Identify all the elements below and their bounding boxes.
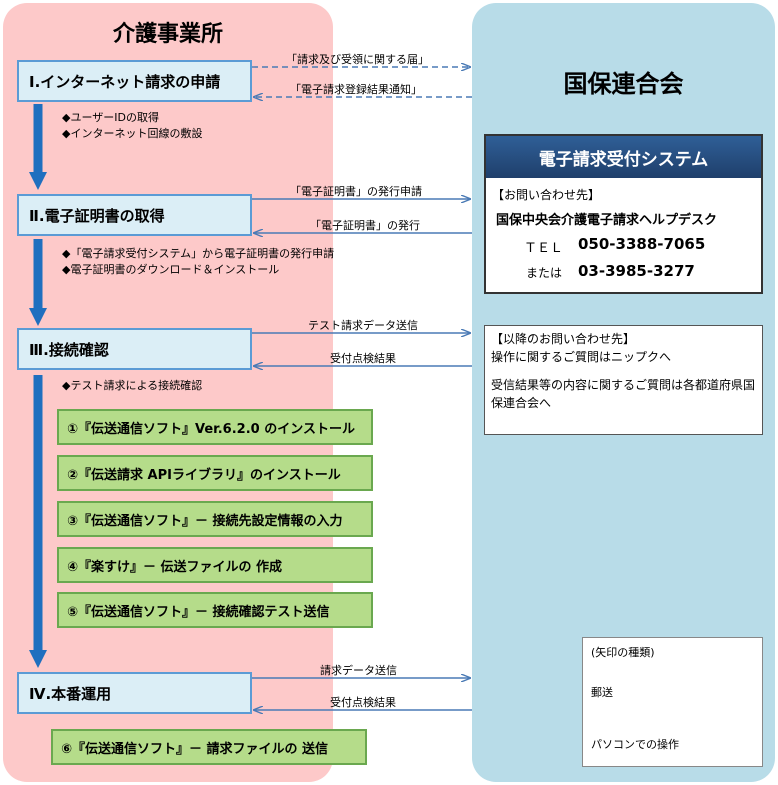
step-1-internet-application: Ⅰ.インターネット請求の申請	[17, 60, 252, 102]
step-4-production: Ⅳ.本番運用	[17, 672, 252, 714]
contact-heading: 【以降のお問い合わせ先】	[491, 332, 636, 346]
or-label: または	[526, 266, 563, 280]
step-4-label: Ⅳ.本番運用	[29, 684, 112, 703]
tel-label: ＴＥＬ	[524, 241, 564, 256]
note-internet-line: ◆インターネット回線の敷設	[62, 127, 203, 140]
care-office-title: 介護事業所	[112, 22, 223, 47]
kokuho-title: 国保連合会	[563, 70, 684, 98]
later-contact-box: 【以降のお問い合わせ先】 操作に関するご質問はニップクへ 受信結果等の内容に関す…	[484, 325, 763, 435]
note-test-claim: ◆テスト請求による接続確認	[62, 379, 203, 392]
tel-number-1: 050-3388-7065	[578, 235, 706, 253]
step-1-label: Ⅰ.インターネット請求の申請	[29, 72, 221, 91]
system-header: 電子請求受付システム	[486, 136, 761, 178]
system-inquiry-label: 【お問い合わせ先】	[492, 188, 601, 202]
substep-2-label: ②『伝送請求 APIライブラリ』のインストール	[67, 467, 341, 483]
tel-number-2: 03-3985-3277	[578, 262, 695, 280]
contact-line-kokuho: 受信結果等の内容に関するご質問は各都道府県国保連合会へ	[491, 378, 756, 410]
care-office-panel	[3, 3, 333, 782]
note-cert-request: ◆「電子請求受付システム」から電子証明書の発行申請	[62, 247, 335, 260]
step-2-label: Ⅱ.電子証明書の取得	[29, 206, 165, 225]
arrow-label-check-result-2: 受付点検結果	[330, 696, 396, 709]
contact-line-nippuku: 操作に関するご質問はニップクへ	[491, 350, 672, 364]
arrow-label-cert-request: 「電子証明書」の発行申請	[290, 185, 422, 198]
substep-2: ②『伝送請求 APIライブラリ』のインストール	[57, 455, 373, 491]
legend-title: (矢印の種類)	[591, 646, 655, 659]
step-2-notes: ◆「電子請求受付システム」から電子証明書の発行申請 ◆電子証明書のダウンロード＆…	[62, 246, 334, 278]
substep-1-label: ①『伝送通信ソフト』Ver.6.2.0 のインストール	[67, 421, 355, 437]
step-3-notes: ◆テスト請求による接続確認	[62, 378, 202, 394]
arrow-label-check-result: 受付点検結果	[330, 352, 396, 365]
substep-6-label: ⑥『伝送通信ソフト』－ 請求ファイルの 送信	[61, 741, 329, 757]
note-cert-install: ◆電子証明書のダウンロード＆インストール	[62, 263, 280, 276]
helpdesk-name: 国保中央会介護電子請求ヘルプデスク	[496, 213, 718, 228]
substep-6: ⑥『伝送通信ソフト』－ 請求ファイルの 送信	[51, 729, 367, 765]
step-2-certificate: Ⅱ.電子証明書の取得	[17, 194, 252, 236]
legend-solid-label: パソコンでの操作	[591, 738, 679, 751]
substep-3-label: ③『伝送通信ソフト』－ 接続先設定情報の入力	[67, 513, 343, 529]
step-1-notes: ◆ユーザーIDの取得 ◆インターネット回線の敷設	[62, 110, 202, 142]
substep-5-label: ⑤『伝送通信ソフト』－ 接続確認テスト送信	[67, 604, 330, 620]
legend-dashed-label: 郵送	[591, 686, 613, 699]
arrow-label-application-form: 「請求及び受領に関する届」	[286, 53, 429, 66]
substep-5: ⑤『伝送通信ソフト』－ 接続確認テスト送信	[57, 592, 373, 628]
substep-3: ③『伝送通信ソフト』－ 接続先設定情報の入力	[57, 501, 373, 537]
arrow-label-registration-notice: 「電子請求登録結果通知」	[290, 83, 422, 96]
step-3-label: Ⅲ.接続確認	[29, 340, 109, 359]
arrow-label-cert-issue: 「電子証明書」の発行	[310, 219, 420, 232]
electronic-claim-system-box: 電子請求受付システム 【お問い合わせ先】 国保中央会介護電子請求ヘルプデスク Ｔ…	[484, 134, 763, 294]
substep-4: ④『楽すけ』－ 伝送ファイルの 作成	[57, 547, 373, 583]
note-user-id: ◆ユーザーIDの取得	[62, 111, 159, 124]
arrow-legend: (矢印の種類) 郵送 パソコンでの操作	[582, 637, 763, 767]
substep-4-label: ④『楽すけ』－ 伝送ファイルの 作成	[67, 559, 283, 575]
step-3-connection-check: Ⅲ.接続確認	[17, 328, 252, 370]
substep-1: ①『伝送通信ソフト』Ver.6.2.0 のインストール	[57, 409, 373, 445]
arrow-label-claim-send: 請求データ送信	[320, 664, 397, 677]
arrow-label-test-send: テスト請求データ送信	[308, 319, 418, 332]
